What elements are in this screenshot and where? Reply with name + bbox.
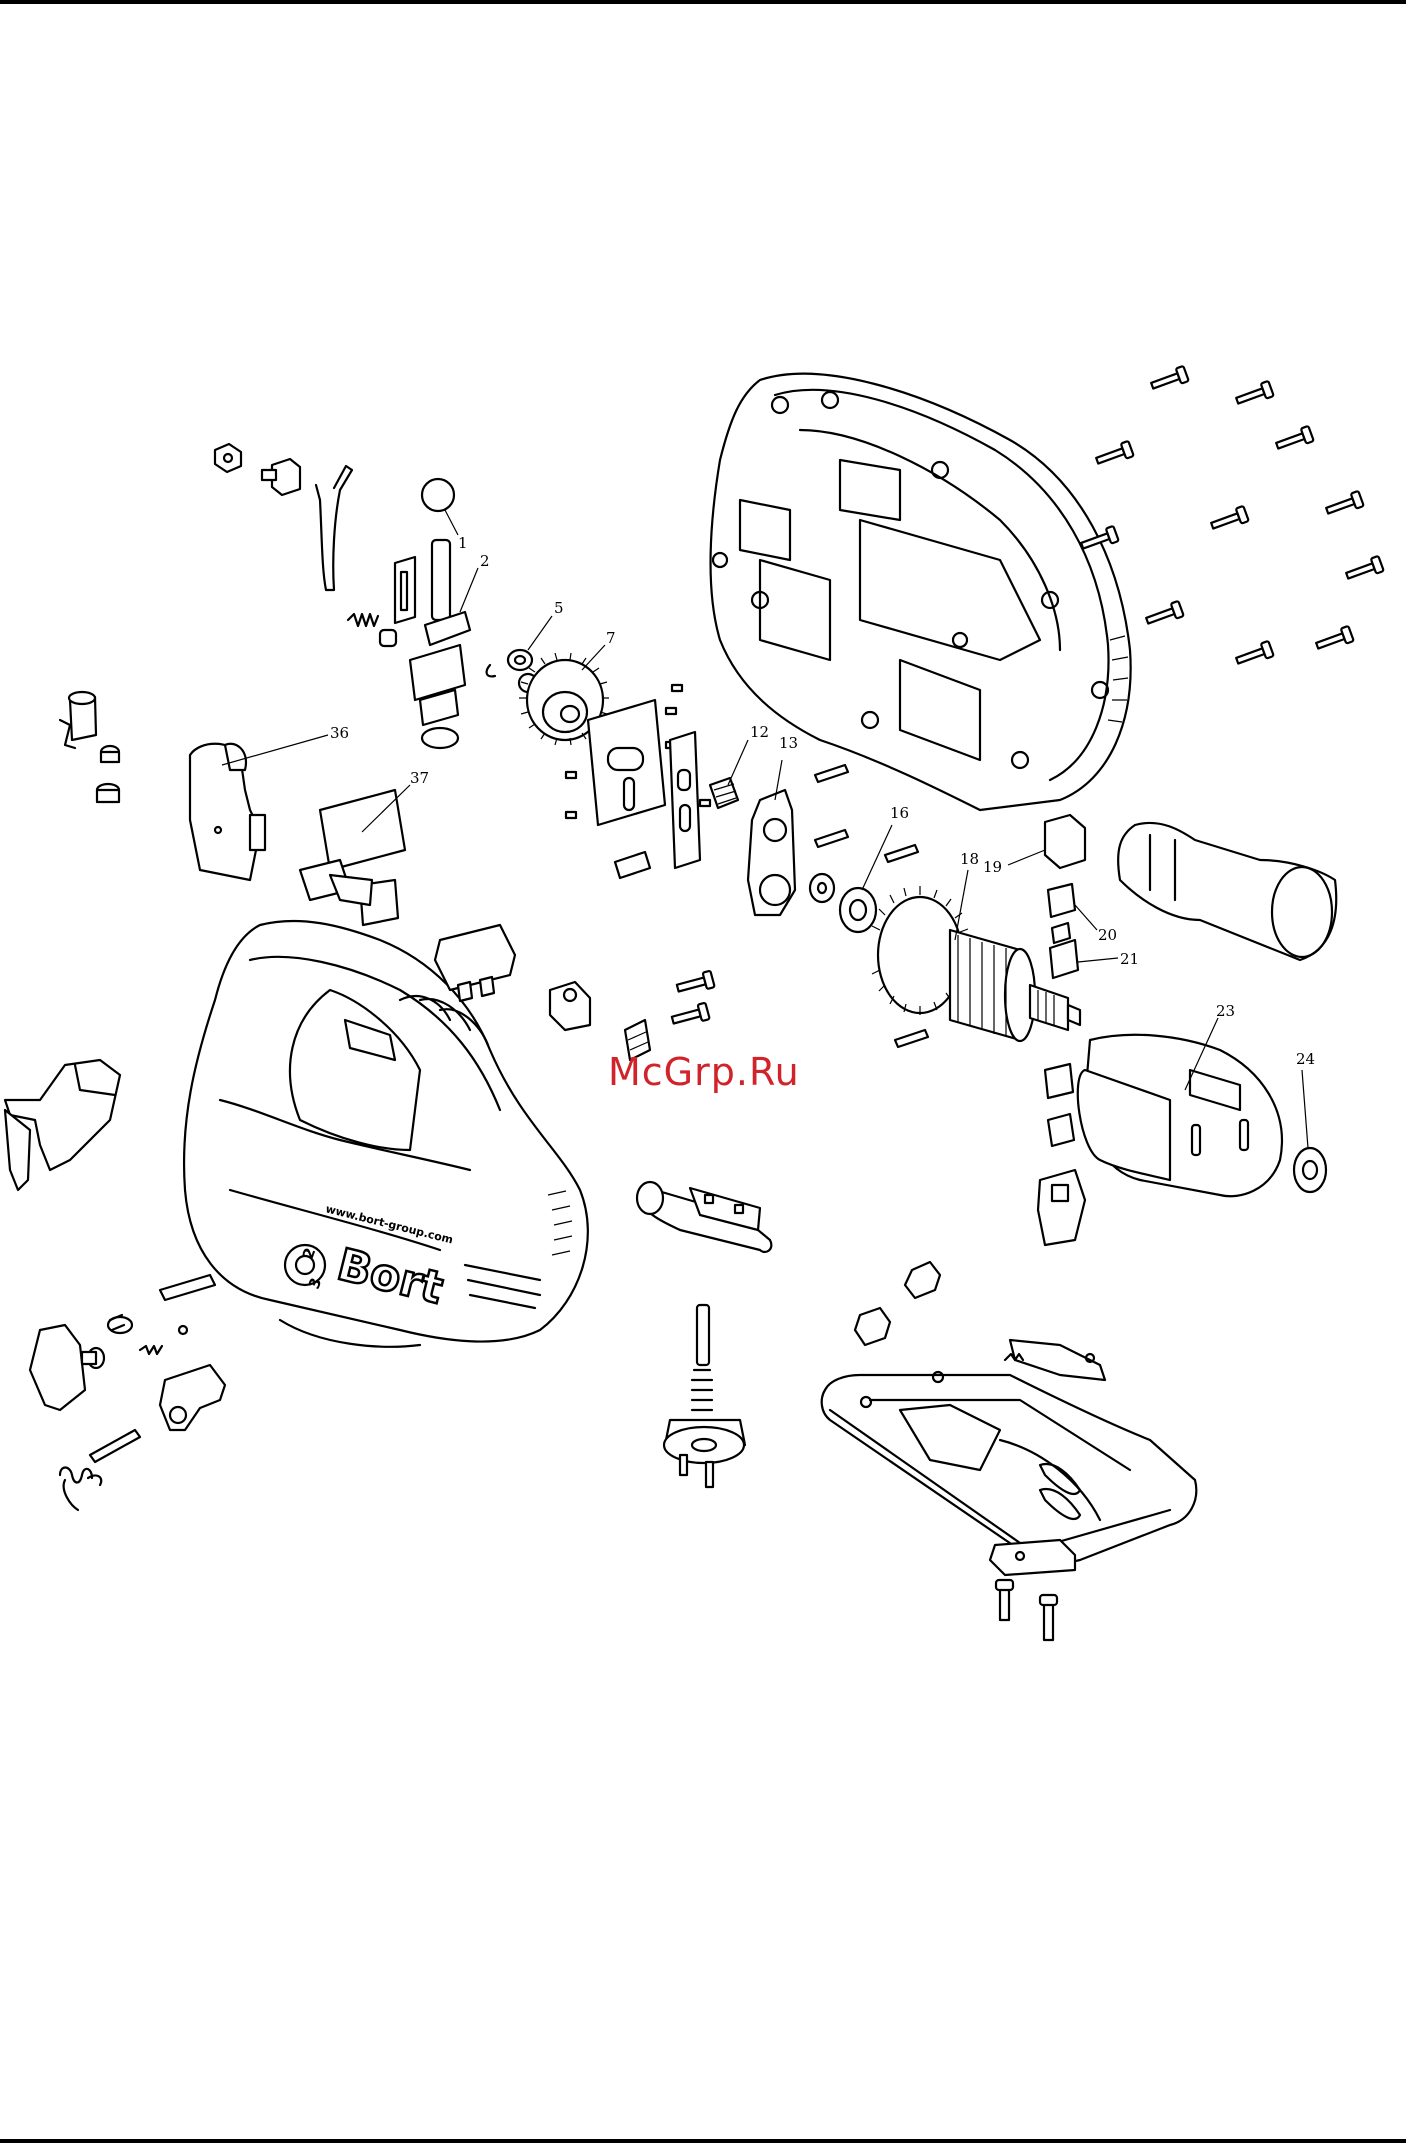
- switch-assembly: [60, 692, 405, 925]
- label-12: 12: [750, 723, 769, 741]
- base-plate: [822, 1262, 1197, 1640]
- label-20: 20: [1098, 926, 1117, 944]
- armature-assembly: [840, 845, 1080, 1047]
- stator-and-bearing: [1078, 1035, 1326, 1196]
- label-13: 13: [779, 734, 798, 752]
- label-19: 19: [983, 858, 1002, 876]
- crank-parts: [710, 765, 848, 915]
- label-36: 36: [330, 724, 349, 742]
- watermark: McGrp.Ru: [608, 1050, 800, 1094]
- label-2: 2: [480, 552, 490, 570]
- label-24: 24: [1296, 1050, 1315, 1068]
- label-1: 1: [458, 534, 468, 552]
- housing-right-half: [711, 374, 1131, 810]
- tool-body-left-housing: Bort www.bort-group.com 2 3: [184, 921, 588, 1347]
- top-left-small-parts: [215, 444, 609, 748]
- label-16: 16: [890, 804, 909, 822]
- label-21: 21: [1120, 950, 1139, 968]
- label-37: 37: [410, 769, 429, 787]
- roller-guide-parts: [637, 1182, 771, 1487]
- label-18: 18: [960, 850, 979, 868]
- brush-holders: [1038, 815, 1085, 1245]
- label-5: 5: [554, 599, 564, 617]
- label-23: 23: [1216, 1002, 1235, 1020]
- label-7: 7: [606, 629, 616, 647]
- dust-adapter: [1118, 823, 1336, 960]
